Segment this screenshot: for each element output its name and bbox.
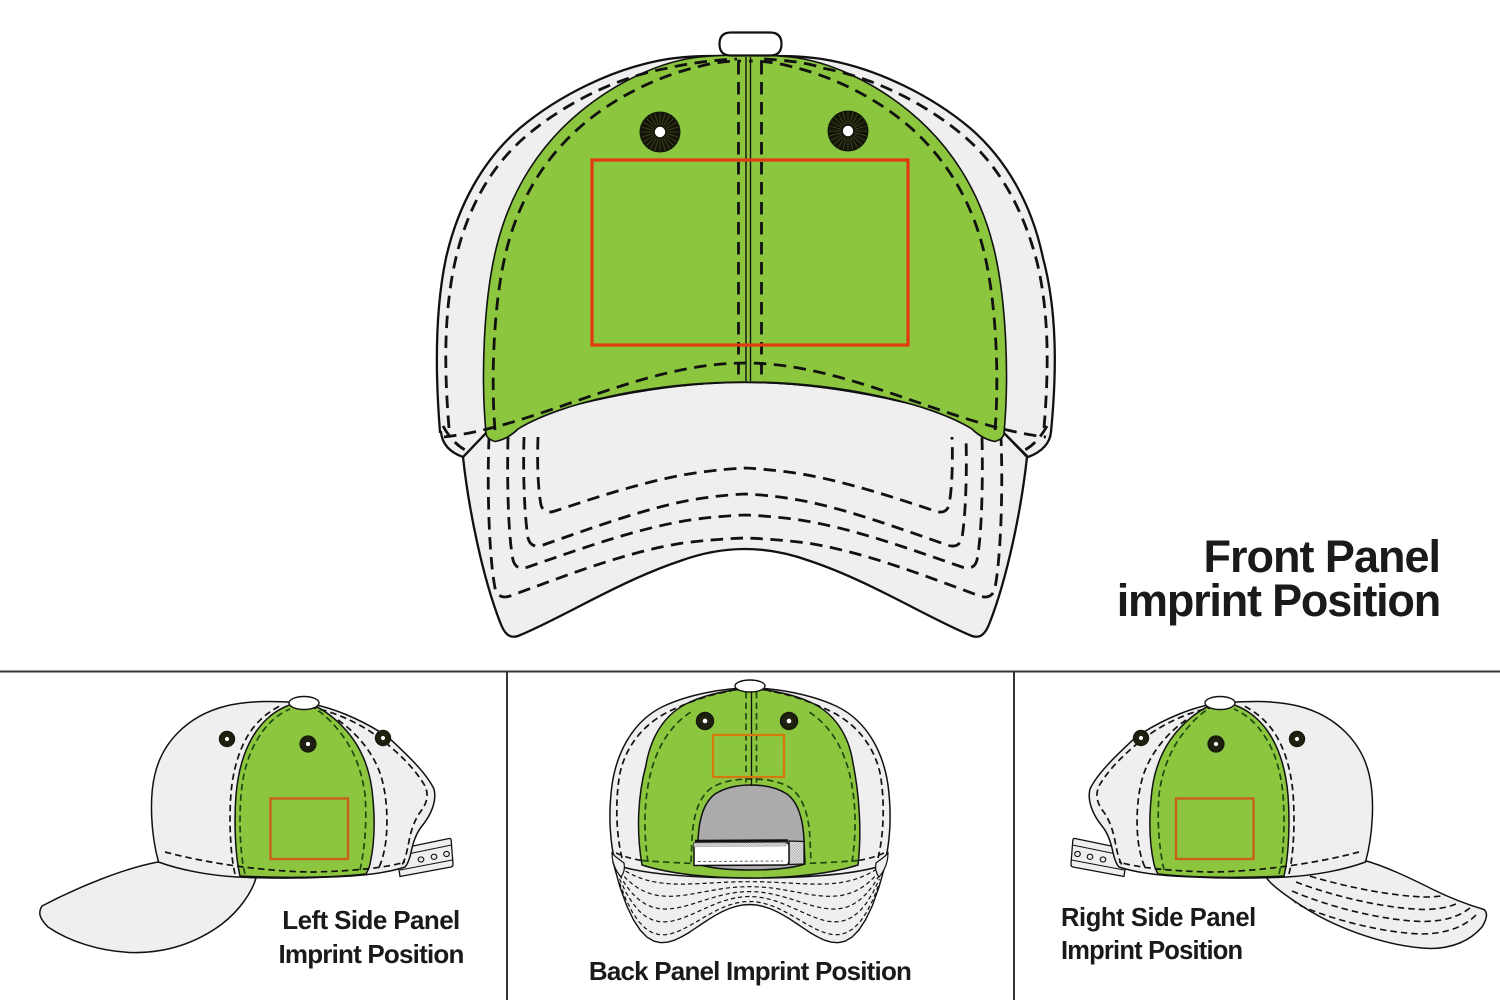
- svg-text:Left Side Panel: Left Side Panel: [282, 905, 459, 935]
- svg-text:Back Panel Imprint Position: Back Panel Imprint Position: [589, 956, 911, 986]
- svg-text:Imprint Position: Imprint Position: [278, 939, 463, 969]
- svg-text:Imprint Position: Imprint Position: [1061, 937, 1242, 965]
- svg-text:imprint Position: imprint Position: [1117, 575, 1440, 626]
- svg-text:Right Side Panel: Right Side Panel: [1061, 904, 1256, 932]
- svg-text:Front Panel: Front Panel: [1203, 531, 1440, 582]
